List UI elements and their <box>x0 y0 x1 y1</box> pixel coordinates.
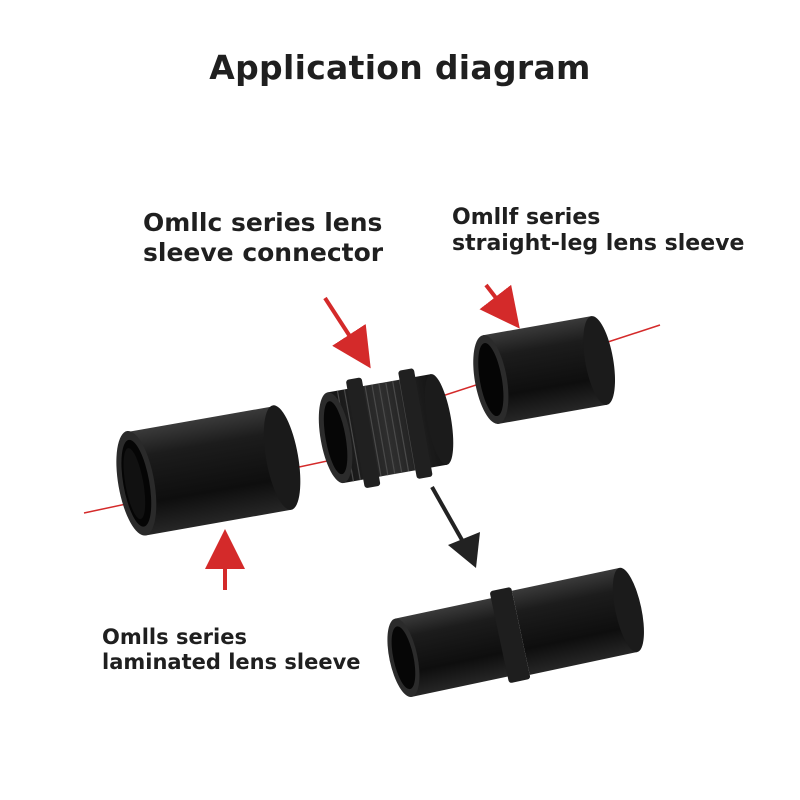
connector-label-line-1: Omllc series lens <box>143 208 383 237</box>
connector-label: Omllc series lens sleeve connector <box>143 208 383 268</box>
laminated-sleeve-label-line-2: laminated lens sleeve <box>102 650 361 675</box>
straight-leg-lens-sleeve <box>473 316 616 424</box>
lens-sleeve-connector <box>318 368 454 488</box>
pointer-arrow-connector <box>323 296 371 369</box>
assembled-lens-sleeve <box>387 567 644 697</box>
pointer-arrow-straight <box>479 283 520 329</box>
laminated-lens-sleeve <box>116 405 301 536</box>
diagram-title: Application diagram <box>209 48 591 87</box>
straight-sleeve-label: Omllf series straight-leg lens sleeve <box>452 205 744 258</box>
connector-label-line-2: sleeve connector <box>143 238 384 267</box>
assembly-arrow-head <box>448 532 480 568</box>
straight-sleeve-label-line-1: Omllf series <box>452 205 601 230</box>
laminated-sleeve-label: Omlls series laminated lens sleeve <box>102 625 361 675</box>
laminated-sleeve-label-line-1: Omlls series <box>102 625 247 649</box>
straight-sleeve-label-line-2: straight-leg lens sleeve <box>452 231 745 257</box>
assembly-arrow <box>430 486 464 541</box>
